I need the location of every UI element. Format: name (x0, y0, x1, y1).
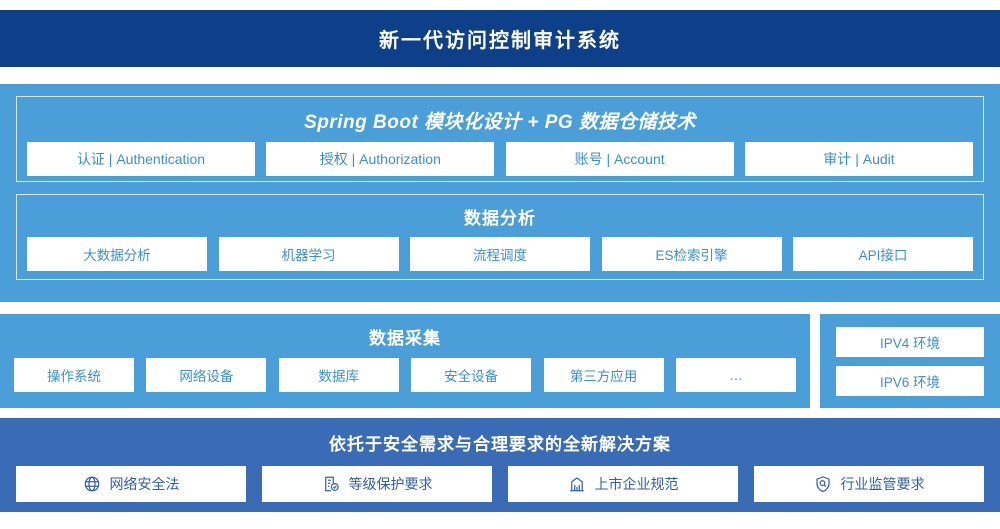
collection-group-title: 数据采集 (369, 329, 441, 348)
environment-item-ipv4[interactable]: IPV4 环境 (836, 326, 984, 357)
collection-item-third-party-app[interactable]: 第三方应用 (543, 358, 664, 392)
environment-item-label: IPV4 环境 (879, 335, 941, 351)
page-title: 新一代访问控制审计系统 (379, 30, 621, 52)
collection-item-operating-system[interactable]: 操作系统 (14, 358, 134, 392)
collection-item-label: 操作系统 (47, 369, 101, 384)
analytics-item-row: 大数据分析 机器学习 流程调度 ES检索引擎 API接口 (27, 237, 973, 271)
analytics-item-machine-learning[interactable]: 机器学习 (218, 237, 399, 271)
springboot-item-account[interactable]: 账号 | Account (505, 142, 734, 176)
springboot-group: Spring Boot 模块化设计 + PG 数据仓储技术 认证 | Authe… (16, 96, 984, 182)
springboot-item-label: 账号 | Account (574, 151, 665, 167)
analytics-item-label: 机器学习 (281, 248, 336, 263)
environment-item-ipv6[interactable]: IPV6 环境 (836, 365, 984, 396)
collection-item-database[interactable]: 数据库 (278, 358, 399, 392)
collection-group: 数据采集 操作系统 网络设备 数据库 安全设备 第三方应用 … (0, 314, 810, 408)
compliance-section: 依托于安全需求与合理要求的全新解决方案 网络安全法 (0, 418, 1000, 512)
springboot-item-label: 认证 | Authentication (76, 151, 206, 167)
compliance-item-grade-protection[interactable]: 等级保护要求 (262, 466, 492, 502)
analytics-item-label: 大数据分析 (83, 248, 151, 263)
compliance-item-row: 网络安全法 等级保护要求 (16, 466, 984, 502)
analytics-item-label: 流程调度 (473, 248, 527, 263)
springboot-item-row: 认证 | Authentication 授权 | Authorization 账… (27, 142, 973, 176)
compliance-title: 依托于安全需求与合理要求的全新解决方案 (329, 435, 671, 454)
springboot-item-authentication[interactable]: 认证 | Authentication (27, 142, 255, 176)
analytics-group: 数据分析 大数据分析 机器学习 流程调度 ES检索引擎 API接口 (16, 194, 984, 280)
architecture-section: Spring Boot 模块化设计 + PG 数据仓储技术 认证 | Authe… (0, 84, 1000, 302)
document-check-icon (322, 475, 340, 493)
collection-item-label: … (729, 367, 743, 383)
springboot-item-authorization[interactable]: 授权 | Authorization (266, 142, 495, 176)
shield-search-icon (814, 475, 832, 493)
compliance-item-industry-regulation[interactable]: 行业监管要求 (754, 466, 984, 502)
collection-item-label: 第三方应用 (569, 369, 638, 384)
analytics-group-title: 数据分析 (464, 209, 536, 228)
environment-group: IPV4 环境 IPV6 环境 (820, 314, 1000, 408)
environment-item-label: IPV6 环境 (879, 374, 941, 390)
collection-item-security-device[interactable]: 安全设备 (411, 358, 532, 392)
collection-item-row: 操作系统 网络设备 数据库 安全设备 第三方应用 … (14, 358, 796, 392)
compliance-item-label: 等级保护要求 (348, 476, 433, 492)
compliance-item-label: 网络安全法 (109, 476, 180, 492)
page-header: 新一代访问控制审计系统 (0, 10, 1000, 67)
springboot-item-label: 审计 | Audit (823, 151, 895, 167)
analytics-item-process-scheduling[interactable]: 流程调度 (410, 237, 590, 271)
compliance-item-cybersecurity-law[interactable]: 网络安全法 (16, 466, 246, 502)
collection-item-label: 数据库 (318, 369, 360, 384)
analytics-item-bigdata[interactable]: 大数据分析 (27, 237, 207, 271)
springboot-group-title: Spring Boot 模块化设计 + PG 数据仓储技术 (304, 112, 696, 133)
analytics-item-es-search[interactable]: ES检索引擎 (601, 237, 782, 271)
collection-item-label: 网络设备 (179, 369, 234, 384)
springboot-item-audit[interactable]: 审计 | Audit (744, 142, 973, 176)
compliance-item-listed-enterprise[interactable]: 上市企业规范 (508, 466, 738, 502)
collection-section: 数据采集 操作系统 网络设备 数据库 安全设备 第三方应用 … (0, 314, 1000, 408)
compliance-item-label: 上市企业规范 (594, 476, 679, 492)
collection-item-network-device[interactable]: 网络设备 (146, 358, 267, 392)
analytics-item-label: ES检索引擎 (655, 248, 728, 263)
collection-item-more[interactable]: … (675, 358, 796, 392)
analytics-item-label: API接口 (858, 248, 908, 263)
analytics-item-api[interactable]: API接口 (793, 237, 973, 271)
collection-item-label: 安全设备 (444, 369, 499, 384)
globe-network-icon (83, 475, 101, 493)
bank-building-icon (568, 475, 586, 493)
compliance-item-label: 行业监管要求 (840, 476, 925, 492)
springboot-item-label: 授权 | Authorization (319, 151, 441, 167)
